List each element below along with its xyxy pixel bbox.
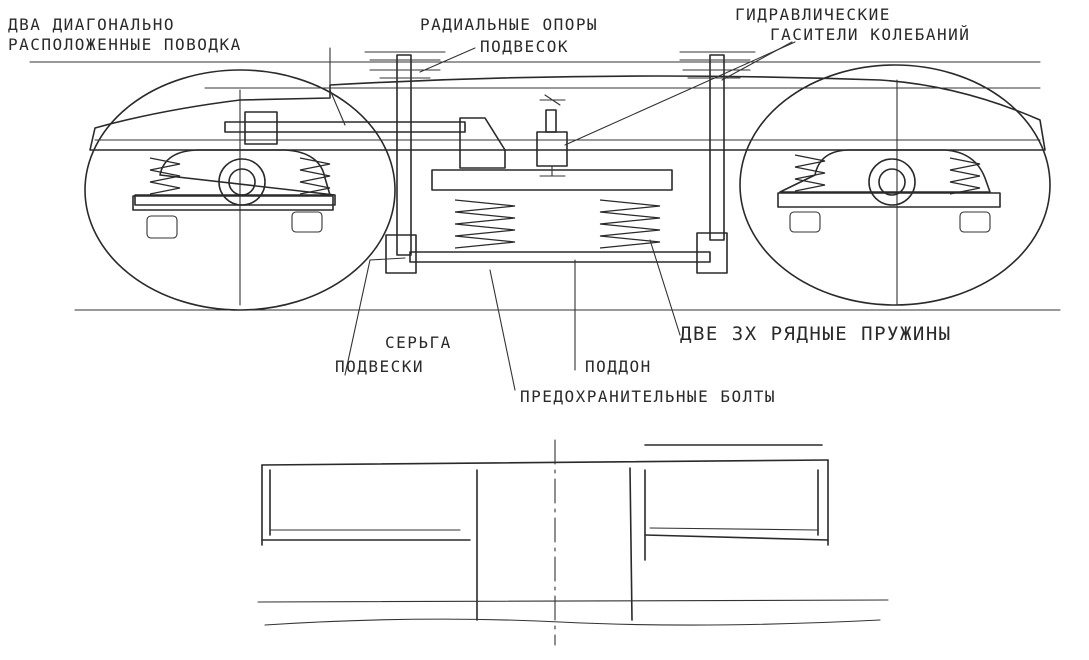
leader-supports xyxy=(419,47,476,73)
right-axlebox-base xyxy=(777,192,1001,208)
label-shackle-1: СЕРЬГА xyxy=(385,333,452,352)
plan-top-line xyxy=(261,459,829,466)
right-axlebox xyxy=(779,149,991,193)
right-hanger xyxy=(709,54,725,241)
plan-mid-right-beam xyxy=(644,534,829,541)
label-bolts: ПРЕДОХРАНИТЕЛЬНЫЕ БОЛТЫ xyxy=(520,387,776,406)
label-springs: ДВЕ 3Х РЯДНЫЕ ПРУЖИНЫ xyxy=(680,323,952,345)
left-axlebox-base xyxy=(132,195,334,211)
leader-shackle xyxy=(344,257,406,376)
left-box-spring-2 xyxy=(299,157,331,195)
damper-rod xyxy=(545,109,557,133)
label-pallet: ПОДДОН xyxy=(585,357,652,376)
right-box-spring-2 xyxy=(949,157,981,195)
plan-lower-right-beam xyxy=(649,527,819,531)
left-wheel xyxy=(84,69,396,311)
leader-bolts xyxy=(489,269,516,391)
leader-leashes xyxy=(329,47,346,126)
bolt-2 xyxy=(291,211,323,233)
bogie-frame xyxy=(89,75,1046,151)
damper-bottom-mount xyxy=(539,165,566,177)
left-radial-support xyxy=(364,51,446,79)
plan-view xyxy=(257,439,889,646)
bolster-wedge xyxy=(459,117,506,169)
label-leashes-2: РАСПОЛОЖЕННЫЕ ПОВОДКА xyxy=(8,35,242,54)
leader-dampers-2 xyxy=(721,41,793,81)
plan-ground-line xyxy=(264,618,881,626)
label-dampers-1: ГИДРАВЛИЧЕСКИЕ xyxy=(735,5,891,24)
leash-rod xyxy=(224,121,466,133)
left-box-spring-1 xyxy=(149,157,181,195)
plan-right-post xyxy=(629,467,633,621)
damper-top-mount xyxy=(539,94,566,106)
bolt-3 xyxy=(789,211,821,233)
right-axle-outer xyxy=(868,158,916,206)
right-radial-support xyxy=(679,51,756,79)
left-axlebox xyxy=(134,149,336,206)
bolt-1 xyxy=(146,215,178,239)
left-shackle xyxy=(385,234,417,274)
right-box-spring-1 xyxy=(794,154,826,192)
label-supports-2: ПОДВЕСОК xyxy=(480,37,569,56)
left-hanger xyxy=(396,54,412,256)
hydraulic-damper xyxy=(536,131,568,167)
leader-springs xyxy=(649,239,681,336)
label-leashes-1: ДВА ДИАГОНАЛЬНО xyxy=(8,15,175,34)
right-wheel xyxy=(739,64,1051,306)
left-axle-outer xyxy=(218,158,266,206)
right-shackle xyxy=(696,232,728,274)
left-axle-inner xyxy=(228,168,256,196)
leader-dampers xyxy=(564,41,796,146)
bolt-4 xyxy=(959,211,991,233)
side-view: ДВА ДИАГОНАЛЬНО РАСПОЛОЖЕННЫЕ ПОВОДКА РА… xyxy=(8,5,1061,406)
pallet xyxy=(409,251,711,263)
label-dampers-2: ГАСИТЕЛИ КОЛЕБАНИЙ xyxy=(770,25,970,44)
right-axle-inner xyxy=(878,168,906,196)
label-supports-1: РАДИАЛЬНЫЕ ОПОРЫ xyxy=(420,15,598,34)
central-spring-left xyxy=(454,199,516,249)
plan-rail-line xyxy=(257,599,889,603)
central-spring-right xyxy=(599,199,661,249)
label-shackle-2: ПОДВЕСКИ xyxy=(335,357,424,376)
leash-block xyxy=(244,111,278,145)
